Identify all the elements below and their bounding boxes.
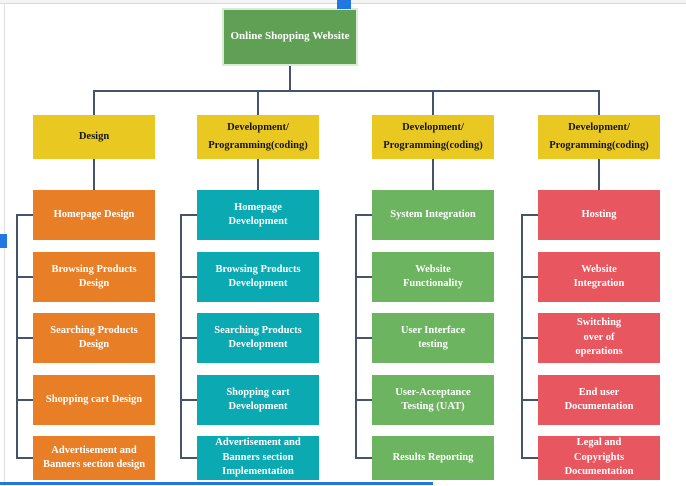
node-end-user-documentation[interactable]: End user Documentation bbox=[538, 375, 660, 425]
node-advertisement-banners-implementation[interactable]: Advertisement and Banners section Implem… bbox=[197, 436, 319, 480]
connector-line bbox=[355, 337, 372, 339]
connector-line bbox=[180, 399, 197, 401]
connector-line bbox=[180, 276, 197, 278]
connector-line bbox=[180, 214, 182, 459]
node-browsing-products-development[interactable]: Browsing Products Development bbox=[197, 252, 319, 302]
connector-line bbox=[16, 457, 33, 459]
node-website-functionality[interactable]: Website Functionality bbox=[372, 252, 494, 302]
column-header-development-3[interactable]: Development/ Programming(coding) bbox=[538, 115, 660, 159]
connector-line bbox=[521, 214, 523, 459]
node-searching-products-design[interactable]: Searching Products Design bbox=[33, 313, 155, 363]
node-homepage-development[interactable]: Homepage Development bbox=[197, 190, 319, 240]
connector-line bbox=[93, 90, 95, 115]
selection-handle-icon[interactable] bbox=[337, 0, 351, 9]
connector-line bbox=[598, 159, 600, 190]
connector-line bbox=[521, 214, 538, 216]
node-switching-over-operations[interactable]: Switching over of operations bbox=[538, 313, 660, 363]
connector-line bbox=[355, 399, 372, 401]
node-hosting[interactable]: Hosting bbox=[538, 190, 660, 240]
connector-line bbox=[432, 159, 434, 190]
selection-edge[interactable] bbox=[0, 482, 433, 485]
connector-line bbox=[16, 214, 18, 459]
connector-line bbox=[93, 90, 600, 92]
column-header-design[interactable]: Design bbox=[33, 115, 155, 159]
connector-line bbox=[16, 214, 33, 216]
node-shopping-cart-design[interactable]: Shopping cart Design bbox=[33, 375, 155, 425]
connector-line bbox=[93, 159, 95, 190]
connector-line bbox=[257, 159, 259, 190]
connector-line bbox=[180, 457, 197, 459]
node-website-integration[interactable]: Website Integration bbox=[538, 252, 660, 302]
connector-line bbox=[16, 337, 33, 339]
connector-line bbox=[355, 276, 372, 278]
node-results-reporting[interactable]: Results Reporting bbox=[372, 436, 494, 480]
connector-line bbox=[521, 337, 538, 339]
node-advertisement-banners-design[interactable]: Advertisement and Banners section design bbox=[33, 436, 155, 480]
connector-line bbox=[355, 214, 357, 459]
connector-line bbox=[521, 399, 538, 401]
connector-line bbox=[432, 90, 434, 115]
column-header-development-2[interactable]: Development/ Programming(coding) bbox=[372, 115, 494, 159]
node-browsing-products-design[interactable]: Browsing Products Design bbox=[33, 252, 155, 302]
connector-line bbox=[180, 337, 197, 339]
node-legal-copyrights-documentation[interactable]: Legal and Copyrights Documentation bbox=[538, 436, 660, 480]
connector-line bbox=[257, 90, 259, 115]
column-header-development-1[interactable]: Development/ Programming(coding) bbox=[197, 115, 319, 159]
node-system-integration[interactable]: System Integration bbox=[372, 190, 494, 240]
connector-line bbox=[16, 276, 33, 278]
node-user-acceptance-testing[interactable]: User-Acceptance Testing (UAT) bbox=[372, 375, 494, 425]
node-homepage-design[interactable]: Homepage Design bbox=[33, 190, 155, 240]
selection-handle-icon[interactable] bbox=[0, 234, 7, 248]
connector-line bbox=[521, 276, 538, 278]
node-shopping-cart-development[interactable]: Shopping cart Development bbox=[197, 375, 319, 425]
node-searching-products-development[interactable]: Searching Products Development bbox=[197, 313, 319, 363]
connector-line bbox=[180, 214, 197, 216]
connector-line bbox=[16, 399, 33, 401]
node-user-interface-testing[interactable]: User Interface testing bbox=[372, 313, 494, 363]
connector-line bbox=[598, 90, 600, 115]
root-node-online-shopping-website[interactable]: Online Shopping Website bbox=[222, 8, 358, 66]
connector-line bbox=[355, 457, 372, 459]
connector-line bbox=[521, 457, 538, 459]
connector-line bbox=[289, 66, 291, 90]
connector-line bbox=[355, 214, 372, 216]
